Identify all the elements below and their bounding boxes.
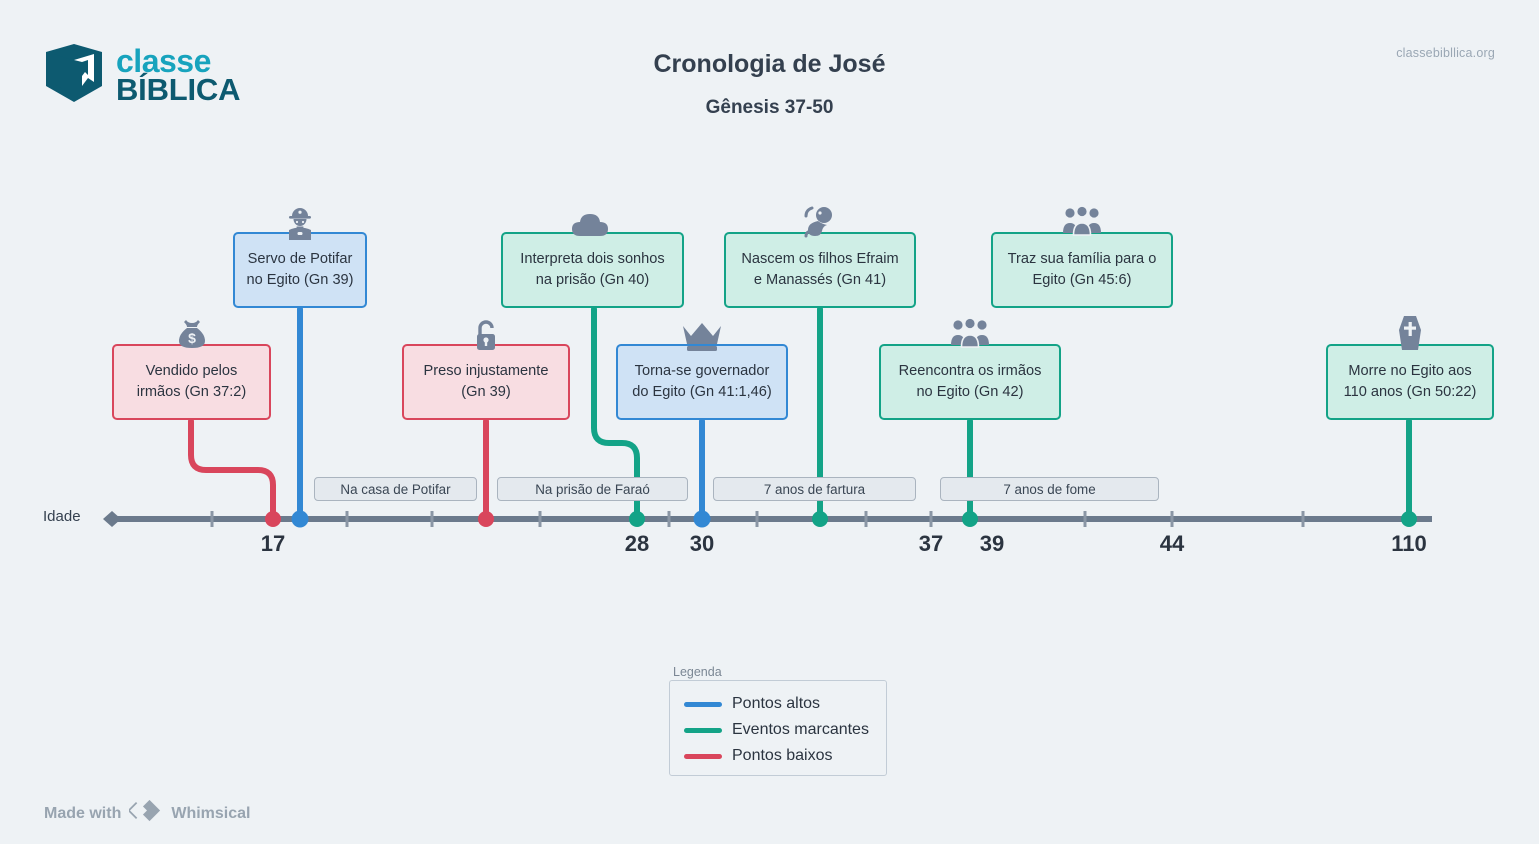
event-card-becomes-governor[interactable]: Torna-se governador do Egito (Gn 41:1,46…: [616, 323, 788, 420]
axis-dot-imprisoned: [478, 511, 494, 527]
whimsical-diamond-icon: [127, 799, 163, 827]
svg-text:$: $: [188, 330, 196, 346]
axis-start-marker: [103, 511, 121, 527]
brand-logo: classe BÍBLICA: [44, 42, 241, 109]
coffin-icon: [1387, 316, 1433, 352]
event-card-text: Servo de Potifar no Egito (Gn 39): [246, 251, 354, 288]
axis-dot-28: [629, 511, 645, 527]
connector-sold-by-brothers: [188, 418, 276, 522]
crown-icon: [679, 316, 725, 352]
axis-dot-30: [693, 510, 711, 528]
age-label-37: 37: [918, 531, 944, 556]
age-label-44: 44: [1159, 531, 1185, 556]
event-card-dies-in-egypt[interactable]: Morre no Egito aos 110 anos (Gn 50:22): [1326, 316, 1494, 420]
people-group-icon: [947, 316, 993, 352]
page-subtitle: Gênesis 37-50: [705, 97, 834, 118]
axis-dot-17-high: [291, 510, 309, 528]
age-label-39: 39: [979, 531, 1005, 556]
event-card-brings-family[interactable]: Traz sua família para o Egito (Gn 45:6): [991, 206, 1173, 308]
axis-label-idade: Idade: [43, 508, 81, 525]
axis-dot-110: [1401, 511, 1417, 527]
event-card-sons-born[interactable]: Nascem os filhos Efraim e Manassés (Gn 4…: [724, 206, 916, 308]
book-bookmark-icon: [44, 42, 104, 109]
legend-label: Eventos marcantes: [732, 721, 869, 738]
logo-text-classe: classe: [116, 42, 211, 79]
footer-product-label: Whimsical: [171, 804, 251, 822]
axis-dot-17-low: [265, 511, 281, 527]
legend-label: Pontos altos: [732, 695, 821, 712]
axis-dot-39: [962, 511, 978, 527]
event-card-text: Traz sua família para o Egito (Gn 45:6): [1007, 251, 1157, 288]
age-label-30: 30: [689, 531, 715, 556]
legend-caption: Legenda: [669, 665, 726, 679]
legend-swatch-key-events: [684, 727, 722, 733]
period-house-of-potiphar[interactable]: Na casa de Potifar: [314, 477, 477, 501]
page-title: Cronologia de José: [653, 50, 886, 78]
period-label: 7 anos de fartura: [763, 481, 866, 497]
period-seven-years-famine[interactable]: 7 anos de fome: [940, 477, 1159, 501]
event-card-text: Morre no Egito aos 110 anos (Gn 50:22): [1343, 363, 1477, 400]
event-card-text: Torna-se governador do Egito (Gn 41:1,46…: [632, 363, 772, 400]
event-card-unjustly-imprisoned[interactable]: Preso injustamente (Gn 39): [402, 320, 570, 420]
event-card-text: Interpreta dois sonhos na prisão (Gn 40): [520, 251, 665, 288]
legend-item-key-events[interactable]: Eventos marcantes: [684, 721, 869, 739]
period-prison-of-pharaoh[interactable]: Na prisão de Faraó: [497, 477, 688, 501]
event-card-servant-of-potiphar[interactable]: Servo de Potifar no Egito (Gn 39): [233, 208, 367, 308]
event-card-interprets-two-dreams[interactable]: Interpreta dois sonhos na prisão (Gn 40): [501, 214, 684, 308]
people-group-icon: [1059, 204, 1105, 240]
site-url: classebibllica.org: [1396, 46, 1495, 60]
event-card-sold-by-brothers[interactable]: $ Vendido pelos irmãos (Gn 37:2): [112, 320, 271, 420]
event-card-reunites-with-brothers[interactable]: Reencontra os irmãos no Egito (Gn 42): [879, 318, 1061, 420]
cloud-icon: [570, 204, 616, 240]
padlock-icon: [463, 316, 509, 352]
period-label: Na casa de Potifar: [340, 481, 451, 497]
legend-label: Pontos baixos: [732, 747, 833, 764]
money-bag-icon: $: [169, 316, 215, 352]
legend-item-high-points[interactable]: Pontos altos: [684, 695, 820, 713]
legend-swatch-low-points: [684, 753, 722, 759]
event-card-text: Reencontra os irmãos no Egito (Gn 42): [898, 363, 1042, 400]
made-with-whimsical[interactable]: Made with Whimsical: [44, 799, 251, 827]
period-seven-years-plenty[interactable]: 7 anos de fartura: [713, 477, 916, 501]
age-label-28: 28: [624, 531, 650, 556]
period-label: 7 anos de fome: [1003, 481, 1096, 497]
axis-dot-sons-born: [812, 511, 828, 527]
event-card-text: Vendido pelos irmãos (Gn 37:2): [136, 363, 247, 400]
legend-swatch-high-points: [684, 701, 722, 707]
legend-item-low-points[interactable]: Pontos baixos: [684, 747, 833, 765]
legend-box: Pontos altos Eventos marcantes Pontos ba…: [669, 680, 887, 776]
axis-ticks: [210, 511, 1305, 527]
logo-text-biblica: BÍBLICA: [116, 71, 241, 107]
age-label-17: 17: [260, 531, 286, 556]
event-card-text: Preso injustamente (Gn 39): [423, 363, 549, 400]
event-card-text: Nascem os filhos Efraim e Manassés (Gn 4…: [741, 251, 899, 288]
age-label-110: 110: [1391, 531, 1427, 556]
period-label: Na prisão de Faraó: [535, 481, 650, 497]
worker-icon: [277, 204, 323, 240]
footer-made-with-label: Made with: [44, 804, 122, 822]
baby-icon: [797, 204, 843, 240]
